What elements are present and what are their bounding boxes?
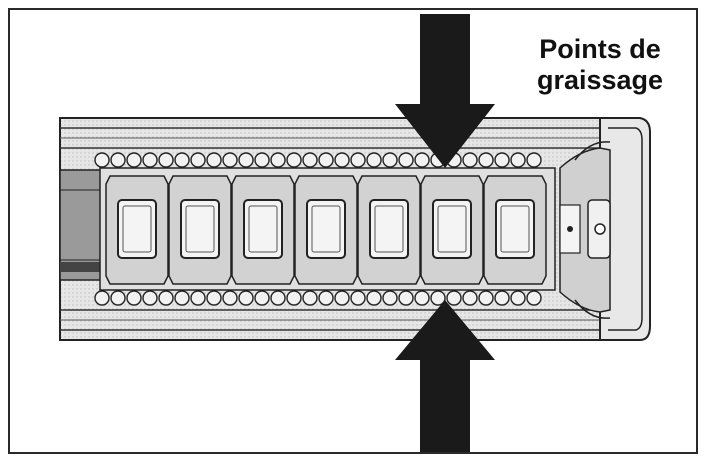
cage-window-inner <box>437 205 467 253</box>
ball-bearing <box>318 152 334 168</box>
ball-bearing <box>174 290 190 306</box>
ball-bearing <box>286 290 302 306</box>
ball-bearing <box>190 290 206 306</box>
cage-window-inner <box>500 205 530 253</box>
ball-bearing <box>350 290 366 306</box>
diagram-frame <box>8 8 698 454</box>
ball-bearing <box>158 290 174 306</box>
cage-window <box>369 199 409 259</box>
ball-bearing <box>398 290 414 306</box>
cage-window-inner <box>122 205 152 253</box>
cage-segment <box>105 175 169 285</box>
cage-window-inner <box>374 205 404 253</box>
bearing-cage <box>99 167 556 291</box>
ball-bearing-row-bottom <box>94 290 542 306</box>
cage-window <box>306 199 346 259</box>
cage-segment <box>483 175 547 285</box>
cage-segment <box>231 175 295 285</box>
ball-bearing <box>526 152 542 168</box>
ball-bearing <box>334 152 350 168</box>
cage-segment <box>357 175 421 285</box>
arrow-down-icon <box>395 14 495 168</box>
ball-bearing <box>126 290 142 306</box>
ball-bearing <box>238 152 254 168</box>
ball-bearing <box>254 152 270 168</box>
ball-bearing <box>270 290 286 306</box>
ball-bearing <box>286 152 302 168</box>
ball-bearing <box>366 290 382 306</box>
ball-bearing <box>382 152 398 168</box>
ball-bearing <box>526 290 542 306</box>
ball-bearing <box>446 290 462 306</box>
ball-bearing <box>414 152 430 168</box>
ball-bearing <box>494 290 510 306</box>
cage-window-inner <box>248 205 278 253</box>
ball-bearing <box>206 152 222 168</box>
ball-bearing <box>398 152 414 168</box>
ball-bearing <box>414 290 430 306</box>
ball-bearing <box>110 152 126 168</box>
label-line-2: graissage <box>536 65 664 95</box>
ball-bearing <box>94 290 110 306</box>
cage-window-inner <box>311 205 341 253</box>
ball-bearing <box>302 290 318 306</box>
ball-bearing <box>158 152 174 168</box>
ball-bearing <box>462 152 478 168</box>
label-line-1: Points de <box>539 34 661 64</box>
end-bracket <box>559 117 651 341</box>
cage-window <box>432 199 472 259</box>
arrow-up-icon <box>395 300 495 452</box>
cage-window <box>117 199 157 259</box>
ball-bearing <box>238 290 254 306</box>
ball-bearing <box>462 290 478 306</box>
cage-segment <box>168 175 232 285</box>
ball-bearing <box>382 290 398 306</box>
ball-bearing <box>222 152 238 168</box>
ball-bearing <box>350 152 366 168</box>
ball-bearing <box>270 152 286 168</box>
cage-window <box>243 199 283 259</box>
cage-segment <box>294 175 358 285</box>
lubrication-points-label: Points de graissage <box>510 34 690 96</box>
ball-bearing <box>318 290 334 306</box>
cage-window <box>180 199 220 259</box>
ball-bearing <box>494 152 510 168</box>
ball-bearing <box>174 152 190 168</box>
ball-bearing <box>110 290 126 306</box>
ball-bearing <box>94 152 110 168</box>
cage-window-inner <box>185 205 215 253</box>
ball-bearing <box>430 290 446 306</box>
ball-bearing <box>510 152 526 168</box>
cage-segment <box>420 175 484 285</box>
ball-bearing <box>206 290 222 306</box>
ball-bearing <box>334 290 350 306</box>
ball-bearing <box>142 152 158 168</box>
ball-bearing <box>222 290 238 306</box>
ball-bearing <box>302 152 318 168</box>
ball-bearing <box>190 152 206 168</box>
ball-bearing <box>478 152 494 168</box>
ball-bearing <box>142 290 158 306</box>
ball-bearing <box>366 152 382 168</box>
ball-bearing <box>254 290 270 306</box>
ball-bearing <box>478 290 494 306</box>
cage-window <box>495 199 535 259</box>
ball-bearing <box>510 290 526 306</box>
ball-bearing-row-top <box>94 152 542 168</box>
ball-bearing <box>126 152 142 168</box>
